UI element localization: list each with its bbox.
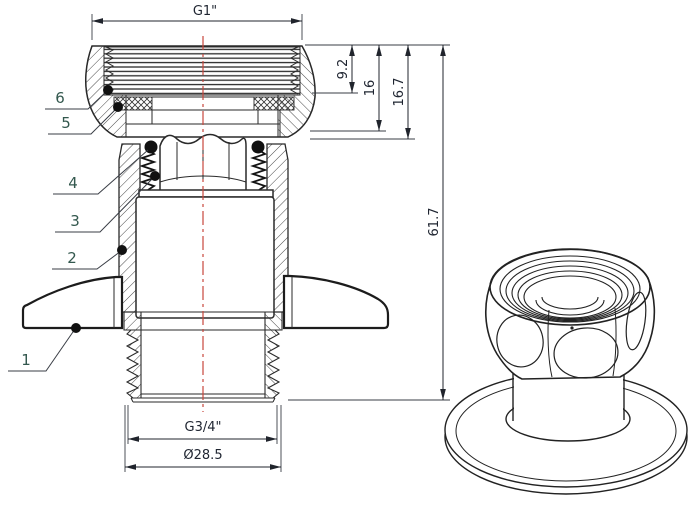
callout-6: 6 (45, 85, 113, 110)
dim-g34-label: G3/4" (185, 420, 222, 435)
dimension-diameter: Ø28.5 (124, 405, 282, 472)
gasket-crosshatch-right (253, 96, 295, 111)
dim-g1-label: G1" (193, 4, 217, 19)
thread-section (123, 311, 283, 403)
callout-2: 2 (52, 245, 127, 270)
callout-3: 3 (55, 171, 160, 233)
callout-2-label: 2 (67, 249, 77, 267)
dimension-right-stack: 9.2 16 16.7 61.7 (288, 44, 450, 401)
callout-3-label: 3 (70, 212, 80, 230)
nut-section (84, 45, 316, 138)
callout-5-label: 5 (61, 114, 71, 132)
iso-internal-threads (505, 260, 635, 322)
dim-thread-depth-label: 9.2 (336, 59, 351, 80)
callout-1-label: 1 (21, 351, 31, 369)
dim-nut-height-label: 16 (363, 80, 378, 97)
iso-dimple-front (553, 327, 619, 379)
callout-4-label: 4 (68, 174, 78, 192)
internal-thread-g1 (103, 46, 301, 96)
spring-left (139, 149, 157, 191)
body-section (118, 143, 289, 319)
dim-total-height-label: 61.7 (427, 208, 442, 237)
callout-6-label: 6 (55, 89, 65, 107)
dim-diameter-label: Ø28.5 (183, 448, 222, 463)
callout-5: 5 (48, 102, 123, 135)
spring-right (250, 149, 268, 191)
dim-head-height-label: 16.7 (392, 78, 407, 107)
callout-1: 1 (8, 323, 81, 372)
iso-dimple-left (496, 314, 544, 368)
iso-dimple-right (625, 291, 647, 351)
callout-4: 4 (53, 149, 149, 195)
dimension-g1: G1" (91, 4, 303, 40)
flange-wings (21, 274, 390, 330)
o-ring-right (251, 140, 265, 154)
isometric-view (444, 248, 688, 495)
cartridge-body (135, 196, 275, 319)
dimension-g34: G3/4" (127, 405, 278, 444)
section-view (21, 36, 390, 412)
gasket-crosshatch-left (113, 96, 153, 111)
iso-nut (484, 248, 656, 380)
